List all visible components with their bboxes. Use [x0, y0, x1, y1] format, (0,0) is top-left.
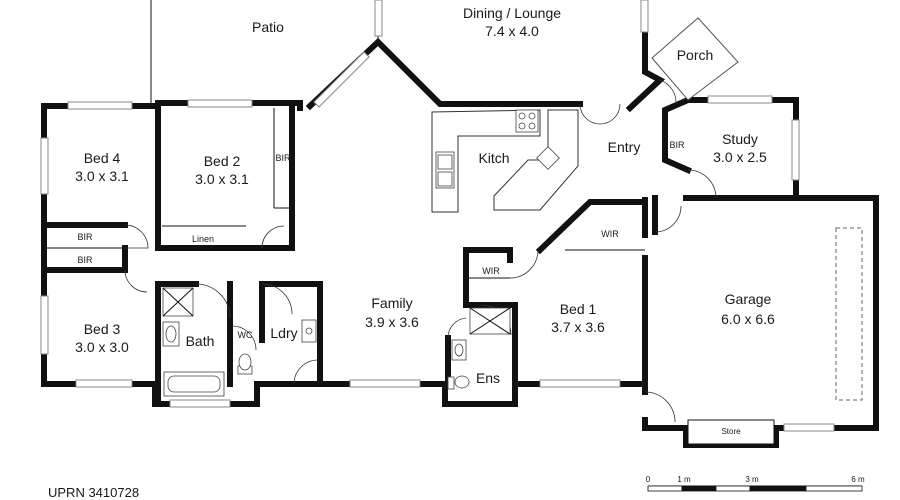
ens-shower-cross	[469, 307, 511, 335]
porch-wall	[625, 22, 666, 113]
wir-bed1-label: WIR	[601, 229, 619, 239]
sink-bowl	[437, 154, 453, 170]
scale-tick-6: 6 m	[851, 475, 865, 484]
bed2-label: Bed 2	[204, 153, 241, 169]
study-door	[687, 169, 717, 199]
kitchen-bench	[431, 109, 541, 213]
bed4-side-window	[40, 137, 49, 195]
store-label: Store	[721, 427, 741, 436]
ldry-door-top	[261, 283, 293, 315]
study-label: Study	[722, 131, 758, 147]
garage-internal-door	[654, 205, 682, 233]
family-size: 3.9 x 3.6	[365, 314, 419, 330]
bath-door	[195, 283, 231, 319]
bed1-size: 3.7 x 3.6	[551, 319, 605, 335]
dining-size: 7.4 x 4.0	[485, 23, 539, 39]
garage-side-door	[644, 391, 676, 423]
garage-window	[783, 423, 835, 432]
bed1-label: Bed 1	[560, 301, 597, 317]
entry-label: Entry	[608, 139, 641, 155]
store-outline	[687, 419, 775, 445]
scale-tick-0: 0	[646, 475, 651, 484]
bir-hall1-label: BIR	[77, 232, 93, 242]
burner	[528, 122, 536, 130]
dining-label: Dining / Lounge	[463, 5, 561, 21]
porch-door	[659, 79, 677, 105]
wc-toilet	[238, 353, 252, 371]
cooktop	[515, 109, 539, 133]
patio-sliding-door	[313, 51, 370, 108]
bed4-window	[67, 101, 133, 110]
scale-bar	[647, 485, 863, 492]
bath-label: Bath	[186, 333, 215, 349]
wir-ens-label: WIR	[482, 266, 500, 276]
family-window	[349, 379, 421, 388]
bed4-label: Bed 4	[84, 150, 121, 166]
laundry-drain	[305, 327, 313, 335]
wir-ens-wall	[463, 247, 513, 263]
bir-study-label: BIR	[669, 140, 685, 150]
dining-window-left	[374, 0, 383, 37]
bed3-side-window	[40, 295, 49, 355]
shower-cross	[162, 287, 194, 317]
ens-cistern	[447, 376, 455, 390]
study-window	[707, 95, 773, 104]
bir-bed2-label: BIR	[275, 153, 291, 163]
bir-hall2-label: BIR	[77, 255, 93, 265]
bed1-window	[539, 379, 621, 388]
ldry-door	[293, 359, 319, 385]
kitchen-fixture	[536, 146, 560, 170]
bathtub-inner	[167, 375, 221, 393]
bed3-label: Bed 3	[84, 321, 121, 337]
ens-label: Ens	[476, 370, 500, 386]
scale-tick-1: 1 m	[677, 475, 691, 484]
entry-double-door	[579, 103, 621, 125]
wir-door	[509, 249, 539, 279]
wc-door	[231, 325, 257, 351]
bed2-size: 3.0 x 3.1	[195, 171, 249, 187]
kitch-label: Kitch	[478, 150, 509, 166]
garage-size: 6.0 x 6.6	[721, 311, 775, 327]
bed4-door	[124, 224, 149, 249]
wir-bed1-angled-wall	[535, 199, 648, 255]
study-west-wall	[662, 121, 692, 174]
study-size: 3.0 x 2.5	[713, 149, 767, 165]
study-side-window	[791, 119, 800, 181]
burner	[518, 122, 526, 130]
bed2-door	[261, 225, 285, 249]
ens-toilet	[454, 375, 470, 389]
linen-label: Linen	[192, 234, 214, 244]
bed3-door	[124, 269, 148, 293]
garage-wall	[642, 195, 879, 448]
wc-label: WC	[238, 330, 253, 340]
patio-label: Patio	[252, 19, 284, 35]
ldry-walls	[259, 281, 323, 387]
ens-basin	[454, 343, 464, 357]
porch-label: Porch	[677, 47, 714, 63]
bath-basin	[165, 325, 177, 343]
linen-bed2-wall	[155, 105, 295, 251]
garage-label: Garage	[725, 291, 772, 307]
sink-bowl	[437, 171, 453, 187]
garage-door-outline	[835, 227, 863, 401]
bed3-size: 3.0 x 3.0	[75, 339, 129, 355]
bed3-window	[75, 379, 133, 388]
family-label: Family	[371, 295, 412, 311]
scale-tick-3: 3 m	[745, 475, 759, 484]
dining-window-right	[640, 0, 649, 33]
porch-outline	[651, 17, 739, 101]
bath-window	[169, 399, 231, 408]
bed4-size: 3.0 x 3.1	[75, 168, 129, 184]
ens-door-top	[447, 317, 467, 339]
ldry-label: Ldry	[270, 325, 297, 341]
uprn-label: UPRN 3410728	[48, 485, 139, 500]
bed2-window	[187, 99, 253, 108]
burner	[518, 112, 526, 120]
burner	[528, 112, 536, 120]
